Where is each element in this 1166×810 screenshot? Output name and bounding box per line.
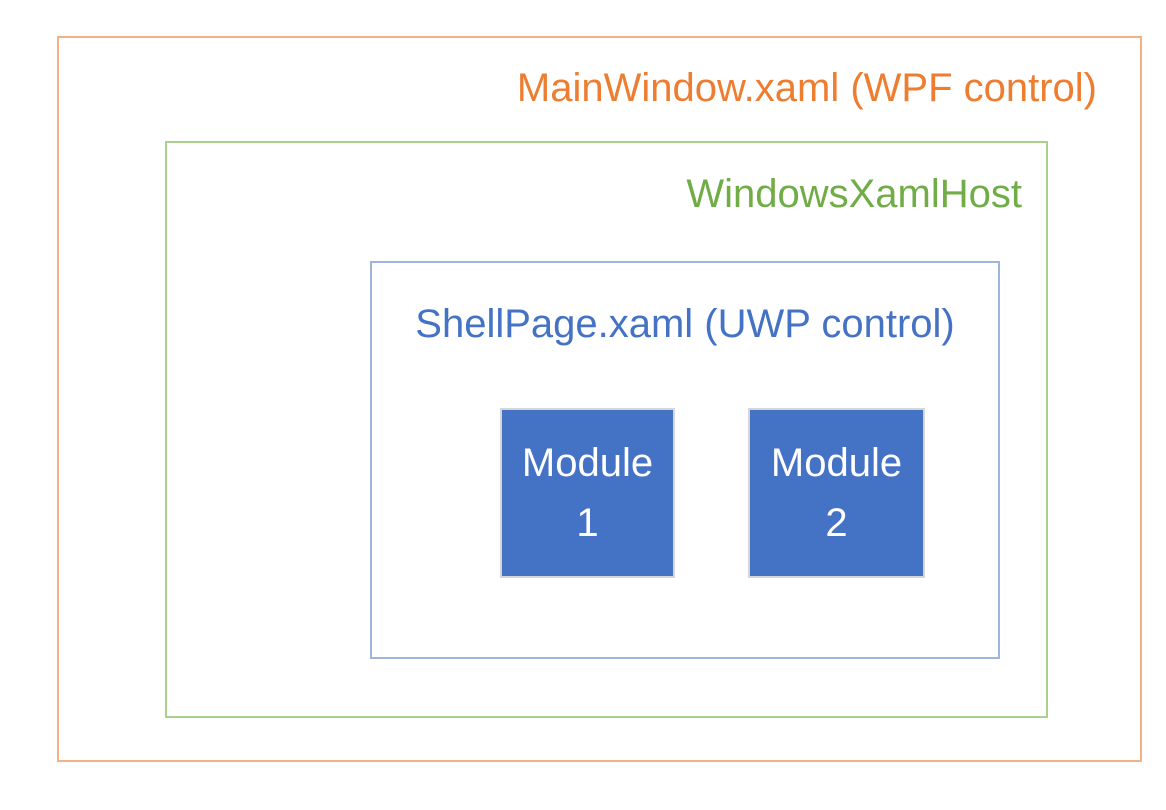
mainwindow-box: MainWindow.xaml (WPF control) WindowsXam…: [57, 36, 1142, 762]
module-2-label: Module: [770, 441, 903, 485]
module-2-box: Module 2: [748, 408, 925, 578]
module-1-box: Module 1: [500, 408, 675, 578]
module-2-number: 2: [825, 501, 848, 545]
module-1-number: 1: [576, 501, 599, 545]
windowsxamlhost-label: WindowsXamlHost: [686, 172, 1022, 216]
shellpage-box: ShellPage.xaml (UWP control) Module 1 Mo…: [370, 261, 1000, 659]
windowsxamlhost-box: WindowsXamlHost ShellPage.xaml (UWP cont…: [165, 141, 1048, 718]
shellpage-label: ShellPage.xaml (UWP control): [415, 302, 955, 346]
mainwindow-label: MainWindow.xaml (WPF control): [516, 66, 1097, 110]
module-1-label: Module: [521, 441, 654, 485]
